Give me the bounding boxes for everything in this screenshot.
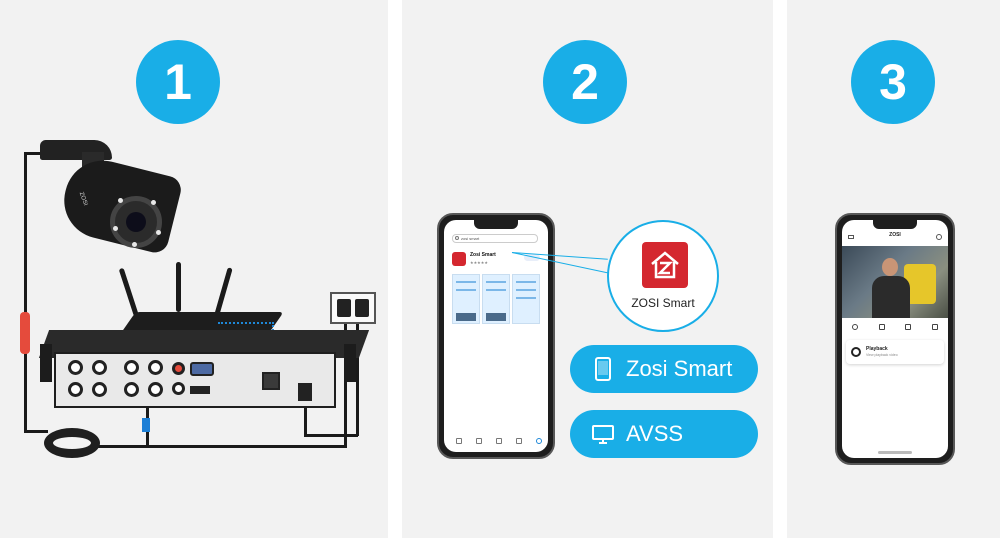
audio-out-port [172, 382, 185, 395]
listing-rating-stars: ★★★★★ [470, 260, 488, 265]
dvr-bracket-right [344, 344, 356, 382]
cable-coil [44, 428, 100, 458]
zosi-smart-button-label: Zosi Smart [626, 356, 733, 381]
search-icon [455, 236, 459, 240]
dvr-power-cable [304, 400, 307, 436]
app-screenshot [452, 274, 480, 324]
router-antenna [118, 267, 139, 317]
app-store-search-input[interactable]: zosi smart [452, 234, 538, 243]
person-figure [872, 276, 910, 318]
hdmi-port [190, 386, 210, 394]
playback-icon [851, 347, 861, 357]
camera-lens-center [126, 212, 146, 232]
app-screenshot [512, 274, 540, 324]
cable-connector-red [20, 312, 30, 354]
step-1-panel: 1 ZOSI [0, 0, 388, 538]
tab-search-icon[interactable] [536, 438, 542, 444]
bnc-port [148, 382, 163, 397]
bnc-port [124, 360, 139, 375]
vga-port [190, 362, 214, 376]
bnc-port [68, 360, 83, 375]
avss-button-label: AVSS [626, 421, 684, 446]
cable-connector-blue [142, 418, 150, 432]
router-antenna [176, 262, 181, 312]
tab-apps-icon[interactable] [496, 438, 502, 444]
playback-title: Playback [866, 346, 888, 352]
camera-cable [24, 152, 27, 432]
app-screenshot [482, 274, 510, 324]
monitor-icon [592, 425, 614, 444]
zosi-smart-app-icon[interactable] [452, 252, 466, 266]
step-2-panel: 2 zosi smart Zosi Smart ★★★★★ [402, 0, 773, 538]
audio-in-port [172, 362, 185, 375]
dvr-power-cable-horizontal [304, 434, 358, 437]
camera-cable-top [24, 152, 50, 155]
power-port [298, 383, 312, 401]
phone-notch [474, 220, 518, 229]
step-3-badge: 3 [851, 40, 935, 124]
ir-led [151, 200, 156, 205]
search-query: zosi smart [461, 236, 480, 241]
live-view-phone: ZOSI Playback View playback video [835, 213, 955, 465]
snapshot-icon[interactable] [852, 324, 859, 330]
tab-arcade-icon[interactable] [516, 438, 522, 444]
power-cable-right [344, 324, 347, 448]
bnc-port [68, 382, 83, 397]
callout-app-name: ZOSI Smart [631, 296, 695, 310]
live-view-screen: ZOSI Playback View playback video [842, 220, 948, 458]
get-button[interactable] [524, 254, 540, 261]
outlet-socket [355, 299, 369, 317]
tab-games-icon[interactable] [476, 438, 482, 444]
zosi-smart-button[interactable]: Zosi Smart [570, 345, 758, 393]
zosi-smart-logo-icon [642, 242, 688, 288]
bnc-port [148, 360, 163, 375]
lan-port [262, 372, 280, 390]
avss-button[interactable]: AVSS [570, 410, 758, 458]
zosi-smart-callout: ZOSI Smart [607, 220, 719, 332]
phone-icon [595, 357, 611, 381]
fullscreen-icon[interactable] [931, 324, 938, 330]
home-indicator [878, 451, 912, 454]
network-link-line [218, 322, 274, 324]
app-header-title: ZOSI [889, 232, 901, 238]
record-icon[interactable] [878, 324, 885, 330]
playback-card[interactable]: Playback View playback video [846, 340, 944, 364]
ir-led [113, 226, 118, 231]
bnc-port [92, 360, 107, 375]
listing-app-name: Zosi Smart [470, 252, 496, 258]
ir-led [156, 230, 161, 235]
house-z-icon [651, 251, 679, 279]
talk-icon[interactable] [905, 324, 912, 330]
dvr-bracket-left [40, 344, 52, 382]
live-controls [842, 320, 948, 334]
playback-subtitle: View playback video [866, 353, 898, 357]
app-store-screen: zosi smart Zosi Smart ★★★★★ [444, 220, 548, 452]
step-2-badge: 2 [543, 40, 627, 124]
settings-icon[interactable] [936, 234, 942, 240]
power-cable-bottom [96, 445, 344, 448]
camera-live-feed[interactable] [842, 246, 948, 318]
outlet-socket [337, 299, 351, 317]
step-1-badge: 1 [136, 40, 220, 124]
router-antenna [214, 267, 233, 317]
ir-led [118, 198, 123, 203]
phone-notch [873, 220, 917, 229]
camera-cable-bottom [24, 430, 48, 433]
back-icon[interactable] [848, 235, 854, 239]
bnc-port [124, 382, 139, 397]
tab-today-icon[interactable] [456, 438, 462, 444]
outlet-cable [356, 324, 359, 436]
person-head [882, 258, 898, 276]
wall-outlet [330, 292, 376, 324]
bnc-port [92, 382, 107, 397]
app-store-phone: zosi smart Zosi Smart ★★★★★ [437, 213, 555, 459]
ir-led [132, 242, 137, 247]
step-3-panel: 3 ZOSI Playback View playback video [787, 0, 1000, 538]
